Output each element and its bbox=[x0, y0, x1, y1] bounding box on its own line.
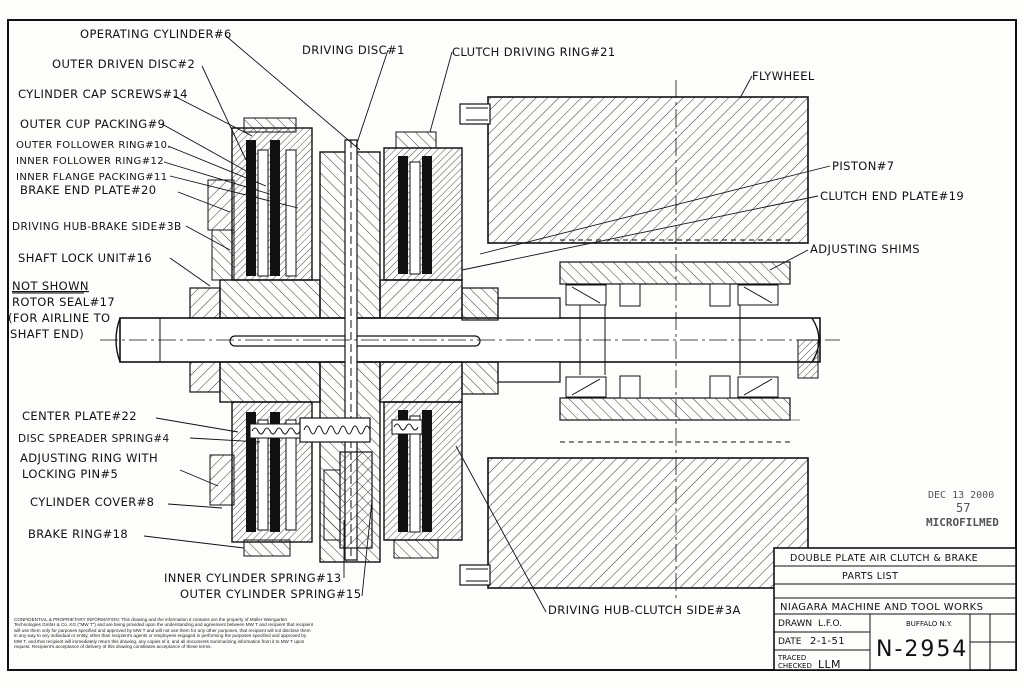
title-block-drawn-label: DRAWN bbox=[778, 619, 812, 629]
title-block-subtitle: PARTS LIST bbox=[842, 571, 898, 582]
label-driving-hub-brake-side: DRIVING HUB-BRAKE SIDE#3B bbox=[12, 221, 182, 233]
label-outer-cylinder-spring: OUTER CYLINDER SPRING#15 bbox=[180, 587, 361, 601]
title-block-date-label: DATE bbox=[778, 637, 802, 647]
label-clutch-end-plate: CLUTCH END PLATE#19 bbox=[820, 189, 964, 203]
label-clutch-driving-ring: CLUTCH DRIVING RING#21 bbox=[452, 45, 616, 59]
label-adjusting-shims: ADJUSTING SHIMS bbox=[810, 242, 920, 256]
label-outer-driven-disc: OUTER DRIVEN DISC#2 bbox=[52, 57, 195, 71]
label-center-plate: CENTER PLATE#22 bbox=[22, 409, 137, 423]
label-for-airline: (FOR AIRLINE TO bbox=[8, 311, 110, 325]
label-adjusting-ring: ADJUSTING RING WITH bbox=[20, 451, 158, 465]
microfilm-stamp: DEC 13 2000 57 MICROFILMED bbox=[926, 490, 999, 529]
label-flywheel: FLYWHEEL bbox=[752, 69, 815, 83]
label-brake-ring: BRAKE RING#18 bbox=[28, 527, 128, 541]
part-labels: OPERATING CYLINDER#6 OUTER DRIVEN DISC#2… bbox=[8, 27, 964, 617]
clutch-disc-pack-top bbox=[383, 131, 463, 281]
label-driving-hub-clutch-side: DRIVING HUB-CLUTCH SIDE#3A bbox=[548, 603, 741, 617]
bearing-assembly bbox=[559, 239, 791, 443]
leader-lines bbox=[143, 35, 831, 613]
title-block: DOUBLE PLATE AIR CLUTCH & BRAKE PARTS LI… bbox=[773, 547, 1017, 671]
label-cylinder-cover: CYLINDER COVER#8 bbox=[30, 495, 154, 509]
centerlines bbox=[100, 80, 840, 600]
flywheel-section bbox=[459, 96, 809, 589]
cylinder-springs bbox=[299, 417, 373, 549]
title-block-traced-label: TRACED bbox=[777, 654, 806, 662]
label-locking-pin: LOCKING PIN#5 bbox=[22, 467, 118, 481]
title-block-checked-label: CHECKED bbox=[778, 662, 812, 670]
sheet-border bbox=[7, 19, 1017, 671]
stamp-code: 57 bbox=[956, 501, 970, 515]
title-block-checked-value: LLM bbox=[818, 658, 841, 671]
label-shaft-lock-unit: SHAFT LOCK UNIT#16 bbox=[18, 251, 152, 265]
label-driving-disc: DRIVING DISC#1 bbox=[302, 43, 405, 57]
title-block-location: BUFFALO N.Y. bbox=[906, 620, 952, 628]
label-inner-flange-packing: INNER FLANGE PACKING#11 bbox=[16, 172, 168, 183]
title-block-drawing-number: N-2954 bbox=[876, 637, 968, 662]
label-outer-follower-ring: OUTER FOLLOWER RING#10. bbox=[16, 140, 171, 151]
label-inner-cylinder-spring: INNER CYLINDER SPRING#13 bbox=[164, 571, 342, 585]
label-cylinder-cap-screws: CYLINDER CAP SCREWS#14 bbox=[18, 87, 188, 101]
label-shaft-end: SHAFT END) bbox=[10, 327, 84, 341]
stamp-date: DEC 13 2000 bbox=[928, 490, 994, 501]
label-inner-follower-ring: INNER FOLLOWER RING#12 bbox=[16, 156, 164, 167]
driving-hub-brake-side bbox=[189, 279, 463, 403]
label-brake-end-plate: BRAKE END PLATE#20 bbox=[20, 183, 156, 197]
confidential-notice: CONFIDENTIAL & PROPRIETARY INFORMATION: … bbox=[14, 617, 313, 650]
label-outer-cup-packing: OUTER CUP PACKING#9 bbox=[20, 117, 165, 131]
brake-disc-pack-top bbox=[207, 117, 313, 281]
brake-disc-pack-bottom bbox=[209, 401, 313, 557]
label-not-shown: NOT SHOWN bbox=[12, 279, 89, 293]
stamp-text: MICROFILMED bbox=[926, 516, 999, 529]
title-block-drawn-value: L.F.O. bbox=[818, 619, 842, 629]
title-block-company: NIAGARA MACHINE AND TOOL WORKS bbox=[780, 602, 983, 613]
label-piston: PISTON#7 bbox=[832, 159, 894, 173]
label-operating-cylinder: OPERATING CYLINDER#6 bbox=[80, 27, 232, 41]
title-block-title: DOUBLE PLATE AIR CLUTCH & BRAKE bbox=[790, 553, 978, 564]
clutch-disc-pack-bottom bbox=[383, 401, 463, 559]
title-block-date-value: 2-1-51 bbox=[810, 636, 845, 647]
hub-sleeve bbox=[461, 287, 561, 395]
label-rotor-seal: ROTOR SEAL#17 bbox=[12, 295, 115, 309]
label-disc-spreader-spring: DISC SPREADER SPRING#4 bbox=[18, 433, 170, 445]
